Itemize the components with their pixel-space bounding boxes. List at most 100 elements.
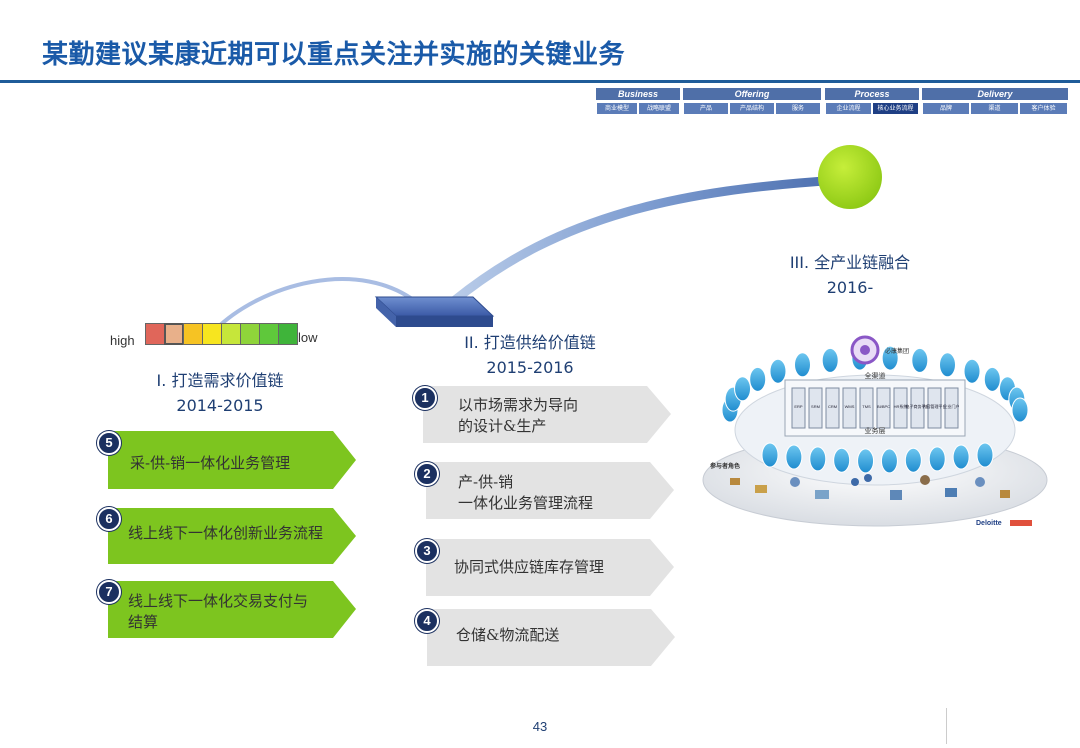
nav-group-offering[interactable]: Offering bbox=[683, 88, 821, 100]
module-label: WMS bbox=[845, 404, 855, 409]
demand-item-7-line2: 结算 bbox=[128, 613, 159, 631]
nav-item-core-process[interactable]: 核心业务流程 bbox=[872, 102, 919, 115]
ring-bubble bbox=[880, 448, 898, 474]
ring-bubble bbox=[769, 358, 787, 384]
supply-item-1-text: 以市场需求为导向 的设计&生产 bbox=[458, 395, 578, 437]
ring-bubble bbox=[761, 442, 779, 468]
module-label: 内容管理平台 bbox=[923, 403, 947, 409]
page-title: 某勤建议某康近期可以重点关注并实施的关键业务 bbox=[42, 40, 626, 70]
module-label: TMS bbox=[862, 404, 871, 409]
ring-bubble bbox=[881, 345, 899, 371]
title-underline bbox=[0, 80, 1080, 83]
nav-item-product[interactable]: 产品 bbox=[683, 102, 729, 115]
laptop-icon bbox=[815, 490, 829, 499]
nav-item-alliance[interactable]: 战略联盟 bbox=[638, 102, 680, 115]
supply-arrow-2 bbox=[426, 462, 674, 519]
ring-bubble bbox=[928, 446, 946, 472]
stage3-label: III. 全产业链融合 2016- bbox=[760, 250, 940, 300]
module-bar bbox=[893, 387, 908, 429]
supply-item-1-line1: 以市场需求为导向 bbox=[458, 396, 579, 414]
nav-item-business-model[interactable]: 商业模型 bbox=[596, 102, 638, 115]
stage1-years: 2014-2015 bbox=[176, 396, 264, 415]
ecosystem-top-label: 全渠道 bbox=[865, 371, 886, 380]
heat-scale-cell bbox=[240, 323, 260, 345]
badge-2: 2 bbox=[415, 462, 439, 486]
heat-scale-cell bbox=[221, 323, 241, 345]
store-icon bbox=[945, 488, 957, 497]
ring-bubble bbox=[939, 352, 956, 378]
module-bar bbox=[910, 387, 925, 429]
badge-6: 6 bbox=[97, 507, 121, 531]
nav-group-delivery[interactable]: Delivery bbox=[922, 88, 1068, 100]
scale-low-label: low bbox=[298, 330, 318, 345]
supply-item-2-line2: 一体化业务管理流程 bbox=[458, 494, 594, 512]
stage2-years: 2015-2016 bbox=[486, 358, 574, 377]
module-label: 电子商务平台 bbox=[906, 403, 930, 409]
supply-plate bbox=[374, 296, 495, 327]
badge-3: 3 bbox=[415, 539, 439, 563]
stage1-label: I. 打造需求价值链 2014-2015 bbox=[120, 368, 320, 418]
ecosystem-mid-label: 业务层 bbox=[865, 426, 886, 435]
deloitte-logo: Deloitte bbox=[976, 520, 1002, 527]
ring-bubble bbox=[857, 448, 875, 474]
person-icon bbox=[790, 477, 800, 487]
truck-icon bbox=[730, 478, 740, 485]
stage1-title: I. 打造需求价值链 bbox=[156, 371, 284, 390]
nav-item-brand[interactable]: 品牌 bbox=[922, 102, 970, 115]
ring-bubble bbox=[749, 366, 767, 392]
ring-bubble bbox=[952, 444, 970, 470]
ring-bubble bbox=[983, 366, 1001, 392]
ecosystem-ring bbox=[721, 345, 1029, 474]
badge-5: 5 bbox=[97, 431, 121, 455]
badge-4: 4 bbox=[415, 609, 439, 633]
ring-bubble bbox=[821, 347, 839, 373]
brand-logo-core-icon bbox=[860, 345, 870, 355]
module-bar bbox=[825, 387, 840, 429]
truck-icon bbox=[1000, 490, 1010, 498]
ring-bubble bbox=[809, 446, 827, 472]
participant-icons bbox=[730, 474, 1010, 500]
module-bar bbox=[876, 387, 891, 429]
demand-item-6-text: 线上线下一体化创新业务流程 bbox=[128, 524, 324, 542]
brand-label: 必康集团 bbox=[885, 347, 909, 355]
module-bar bbox=[944, 387, 959, 429]
module-label: CRM bbox=[828, 404, 837, 409]
network-node-icon bbox=[864, 474, 872, 482]
scale-high-label: high bbox=[110, 333, 135, 348]
module-label: HR系统 bbox=[894, 403, 908, 409]
nav-item-service[interactable]: 服务 bbox=[775, 102, 821, 115]
stage2-label: II. 打造供给价值链 2015-2016 bbox=[430, 330, 630, 380]
logo-badge-icon bbox=[1010, 520, 1032, 526]
demand-item-5-text: 采-供-销一体化业务管理 bbox=[130, 454, 291, 472]
module-bar bbox=[791, 387, 806, 429]
badge-7: 7 bbox=[97, 580, 121, 604]
stage3-title: III. 全产业链融合 bbox=[789, 253, 911, 272]
nav-group-business[interactable]: Business bbox=[596, 88, 680, 100]
demand-arrow-5 bbox=[108, 431, 356, 489]
ring-bubble bbox=[734, 376, 752, 402]
nav-item-customer-experience[interactable]: 客户体验 bbox=[1019, 102, 1068, 115]
heat-scale-cell bbox=[183, 323, 203, 345]
demand-arrow-7 bbox=[108, 581, 356, 638]
ring-bubble bbox=[833, 447, 851, 473]
demand-arrow-6 bbox=[108, 508, 356, 564]
nav-item-enterprise-process[interactable]: 企业流程 bbox=[825, 102, 872, 115]
ring-bubble bbox=[785, 444, 803, 470]
heat-scale-cell bbox=[259, 323, 279, 345]
ring-bubble bbox=[904, 447, 922, 473]
green-ball bbox=[818, 145, 882, 209]
supply-item-4-text: 仓储&物流配送 bbox=[456, 626, 560, 644]
ring-bubble bbox=[911, 347, 929, 373]
heat-scale-cell bbox=[202, 323, 222, 345]
heat-scale-cell bbox=[145, 323, 165, 345]
supply-item-3-text: 协同式供应链库存管理 bbox=[454, 558, 605, 576]
nav-item-channel[interactable]: 渠道 bbox=[970, 102, 1019, 115]
module-bar bbox=[859, 387, 874, 429]
ring-bubble bbox=[794, 352, 811, 378]
nav-group-process[interactable]: Process bbox=[825, 88, 919, 100]
warehouse-icon bbox=[755, 485, 767, 493]
supply-arrow-4 bbox=[427, 609, 675, 666]
nav-item-product-structure[interactable]: 产品结构 bbox=[729, 102, 775, 115]
